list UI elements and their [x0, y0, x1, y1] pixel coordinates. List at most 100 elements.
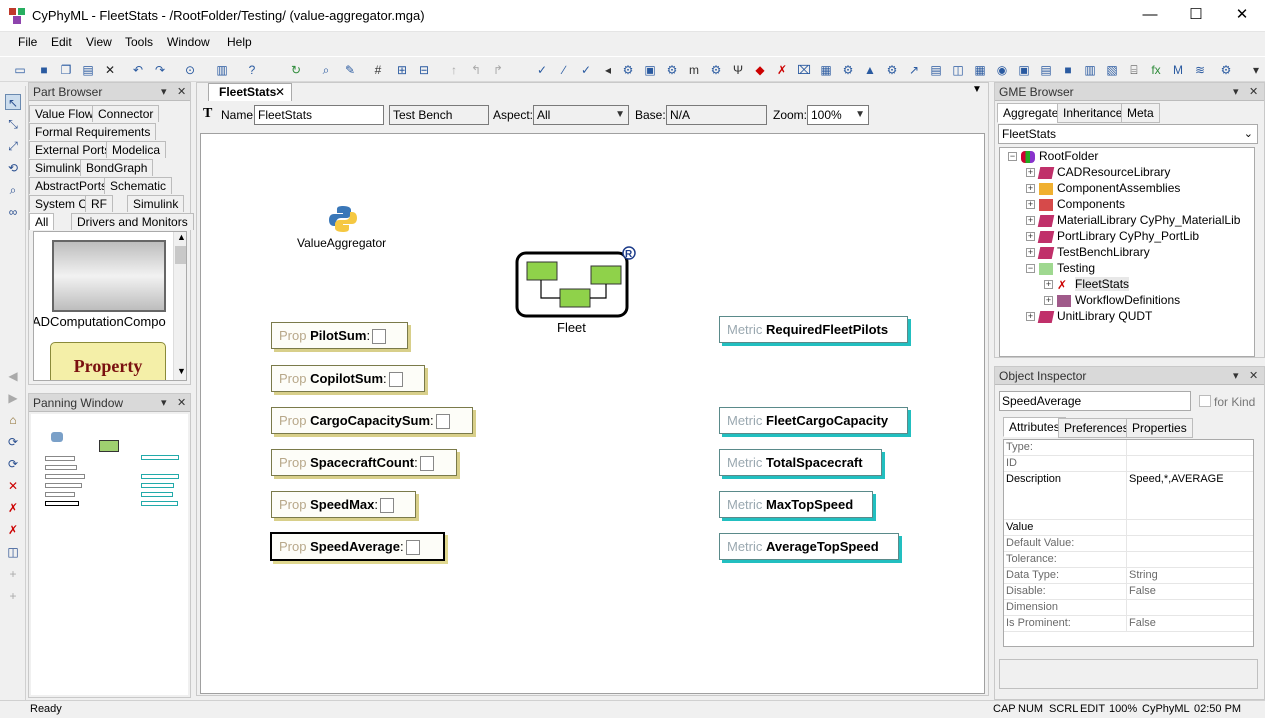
- menu-tools[interactable]: Tools: [125, 35, 154, 49]
- attr-row-is-prominent[interactable]: Is Prominent:False: [1004, 616, 1253, 632]
- tree-node-workflowdefinitions[interactable]: +WorkflowDefinitions: [1044, 292, 1180, 308]
- attr-row-id[interactable]: ID: [1004, 456, 1253, 472]
- interpreter-21-icon[interactable]: ▦: [974, 63, 986, 77]
- autoroute-icon[interactable]: ⊟: [418, 63, 430, 77]
- paste-icon[interactable]: ▤: [82, 63, 94, 77]
- part-tab-simulink-2[interactable]: Simulink: [127, 195, 185, 212]
- toolbar-overflow-icon[interactable]: ▾: [1252, 63, 1260, 77]
- tab-list-dropdown-icon[interactable]: ▼: [972, 84, 982, 95]
- interpreter-14-icon[interactable]: ▦: [820, 63, 832, 77]
- connect-icon[interactable]: ⊞: [396, 63, 408, 77]
- part-tab-all[interactable]: All: [29, 213, 55, 230]
- attr-row-default-value[interactable]: Default Value:: [1004, 536, 1253, 552]
- expand-icon[interactable]: +: [1026, 199, 1035, 210]
- snap2-icon[interactable]: +: [9, 589, 17, 603]
- forward-icon[interactable]: ▶: [8, 391, 18, 405]
- tree-node-rootfolder[interactable]: −RootFolder: [1008, 148, 1098, 164]
- metric-maxtopspeed[interactable]: Metric MaxTopSpeed: [719, 491, 873, 518]
- expand-icon[interactable]: +: [1026, 183, 1035, 194]
- menu-file[interactable]: File: [18, 35, 38, 49]
- prop-spacecraftcount[interactable]: Prop SpacecraftCount:: [271, 449, 457, 476]
- interpreter-31-icon[interactable]: ≋: [1194, 63, 1206, 77]
- prop-speedaverage[interactable]: Prop SpeedAverage:: [270, 532, 445, 561]
- interpreter-11-icon[interactable]: ◆: [755, 63, 765, 77]
- tab-preferences[interactable]: Preferences: [1058, 418, 1135, 438]
- interpreter-10-icon[interactable]: Ψ: [732, 63, 744, 77]
- disconnect-mode-icon[interactable]: ⤢: [8, 139, 18, 153]
- tab-properties[interactable]: Properties: [1126, 418, 1193, 438]
- select-mode-icon[interactable]: ↖: [5, 94, 21, 110]
- part-list-scrollbar[interactable]: ▲ ▼: [173, 232, 186, 380]
- pin-icon[interactable]: ▾: [161, 86, 167, 98]
- editor-tab-fleetstats[interactable]: FleetStats ✕: [208, 83, 292, 101]
- zoom-icon[interactable]: ⌕: [322, 63, 330, 77]
- pin-icon[interactable]: ▾: [1233, 370, 1239, 382]
- property-part-item[interactable]: Property: [50, 342, 166, 380]
- part-tab-rf[interactable]: RF: [85, 195, 113, 212]
- zoom-mode-icon[interactable]: ⌕: [9, 183, 17, 197]
- prop-value-box[interactable]: [435, 414, 450, 430]
- pin-icon[interactable]: ▾: [1233, 86, 1239, 98]
- tree-node-cadresourcelibrary[interactable]: +CADResourceLibrary: [1026, 164, 1170, 180]
- part-tab-simulink[interactable]: Simulink: [29, 159, 87, 176]
- interpreter-13-icon[interactable]: ⌧: [797, 63, 811, 77]
- prop-value-box[interactable]: [372, 329, 387, 345]
- browser-filter-select[interactable]: FleetStats ⌄: [998, 124, 1258, 144]
- back-icon[interactable]: ◀: [8, 369, 18, 383]
- attr-value[interactable]: [1126, 440, 1129, 455]
- expand-icon[interactable]: +: [1026, 311, 1035, 322]
- close-tab-icon[interactable]: ✕: [275, 85, 286, 99]
- interpreter-6-icon[interactable]: ▣: [644, 63, 656, 77]
- delete-icon[interactable]: ✕: [104, 63, 116, 77]
- delete-connection-icon[interactable]: ✗: [7, 501, 19, 515]
- open-icon[interactable]: ▭: [14, 63, 26, 77]
- tree-node-componentassemblies[interactable]: +ComponentAssemblies: [1026, 180, 1180, 196]
- interpreter-15-icon[interactable]: ⚙: [842, 63, 854, 77]
- cycle-aspect-icon[interactable]: ⟳: [7, 435, 19, 449]
- interpreter-8-icon[interactable]: m: [689, 63, 699, 77]
- attr-value[interactable]: Speed,*,AVERAGE: [1126, 472, 1224, 519]
- show-ports-icon[interactable]: ◫: [7, 545, 19, 559]
- interpreter-22-icon[interactable]: ◉: [996, 63, 1008, 77]
- visualize-mode-icon[interactable]: ∞: [8, 205, 18, 219]
- expand-icon[interactable]: +: [1044, 295, 1053, 306]
- interpreter-5-icon[interactable]: ⚙: [622, 63, 634, 77]
- interpreter-20-icon[interactable]: ◫: [952, 63, 964, 77]
- formula-icon[interactable]: fx: [1151, 63, 1161, 77]
- panning-preview[interactable]: [31, 414, 188, 695]
- python-icon[interactable]: [327, 204, 359, 234]
- name-field[interactable]: FleetStats: [254, 105, 384, 125]
- collapse-icon[interactable]: −: [1008, 151, 1017, 162]
- interpreter-16-icon[interactable]: ▲: [864, 63, 876, 77]
- part-tab-system-c[interactable]: System C: [29, 195, 94, 212]
- nav-back-icon[interactable]: ↰: [470, 63, 482, 77]
- part-tab-modelica[interactable]: Modelica: [106, 141, 167, 158]
- prop-copilotsum[interactable]: Prop CopilotSum:: [271, 365, 425, 392]
- set-mode-icon[interactable]: ⟲: [7, 161, 19, 175]
- refresh-icon[interactable]: ↻: [290, 63, 302, 77]
- find-icon[interactable]: ⊙: [184, 63, 196, 77]
- menu-window[interactable]: Window: [167, 35, 210, 49]
- close-panel-icon[interactable]: ✕: [177, 397, 187, 409]
- pin-icon[interactable]: ▾: [161, 397, 167, 409]
- part-tab-drivers-and-monitors[interactable]: Drivers and Monitors: [71, 213, 194, 230]
- metric-averagetopspeed[interactable]: Metric AverageTopSpeed: [719, 533, 899, 560]
- nav-forward-icon[interactable]: ↱: [492, 63, 504, 77]
- attr-value[interactable]: String: [1126, 568, 1158, 583]
- cad-computation-part-icon[interactable]: [52, 240, 166, 312]
- attr-value[interactable]: [1126, 520, 1129, 535]
- tree-node-components[interactable]: +Components: [1026, 196, 1125, 212]
- attr-row-value[interactable]: Value: [1004, 520, 1253, 536]
- close-panel-icon[interactable]: ✕: [177, 86, 187, 98]
- prop-value-box[interactable]: [405, 540, 420, 556]
- expand-icon[interactable]: +: [1026, 167, 1035, 178]
- part-tab-schematic[interactable]: Schematic: [104, 177, 173, 194]
- close-panel-icon[interactable]: ✕: [1249, 86, 1259, 98]
- copy-icon[interactable]: ❐: [60, 63, 72, 77]
- tree-node-testing[interactable]: −Testing: [1026, 260, 1095, 276]
- expand-icon[interactable]: +: [1026, 247, 1035, 258]
- interpreter-18-icon[interactable]: ↗: [908, 63, 920, 77]
- menu-view[interactable]: View: [86, 35, 112, 49]
- maximize-button[interactable]: ☐: [1189, 6, 1203, 23]
